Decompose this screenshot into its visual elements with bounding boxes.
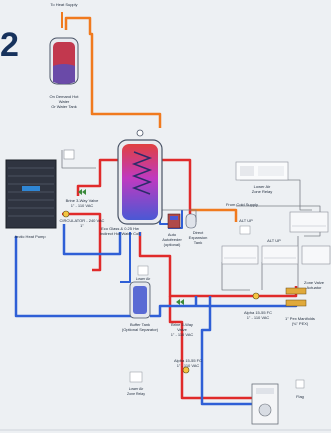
alpha-pump-label-2: 1" - 110 VAC [177,363,200,368]
expansion-tank-label-3: Tank [194,240,202,245]
circulator-label-1: CIRCULATOR - 240 VAC [60,218,105,223]
supply-pipe-right [190,208,238,222]
buffer-tank-label-2: (Optional Separator) [122,327,159,332]
alpha-pump-label-1: Alpha 15-55 FC [174,358,202,363]
mixing-valve-label-2: Valve [177,327,187,332]
hot-pipe-right [160,158,192,220]
on-demand-hot-water-tank [49,37,79,85]
small-tag-label: Flag [296,394,304,399]
air-handler-mid-right [261,245,299,265]
controller-c-label-1: Lower Air [129,387,144,391]
thermostat-a-label-1: ALT UP [239,218,253,223]
thermostat-a [239,225,251,235]
boiler-unit [251,383,279,425]
circulator-pump-icon [62,210,70,218]
figure-number: 2 [0,26,19,64]
indirect-hot-water-tank [117,129,163,225]
dhw-tank-label-1: On Demand Hot [50,94,80,99]
mixing-valve-label-1: Brine 3-Way [171,322,193,327]
arctic-heat-pump [5,159,57,229]
controller-a-label-1: Lower Air [254,184,271,189]
mixing-valve-icon [176,299,184,305]
heat-pump-label: Arctic Heat Pump [14,234,46,239]
hot-pipe-hp [62,212,102,272]
autofeeder [167,213,181,229]
zone-manifold [285,287,307,307]
alpha-pump-icon-lower [182,366,190,374]
valve-actuator-label-1: Zone Valve [304,280,325,285]
air-sep-label-2: 1" - 110 VAC [247,315,270,320]
buffer-tank-label-1: Buffer Tank [130,322,150,327]
air-handler-far-right [301,245,331,265]
brine-valve-label-2: 1" - 110 VAC [71,203,94,208]
controller-b-label: Lower Air [136,277,151,281]
pipe-network [14,12,321,406]
mixing-valve-label-3: 1" - 110 VAC [171,332,194,337]
expansion-tank [185,213,197,229]
small-tag [295,379,305,389]
brine-valve-label-1: Brine 3-Way Valve [66,198,99,203]
controller-c-label-2: Zone Relay [127,392,145,396]
hot-pipe-main [76,158,120,196]
thermostat-b-label-1: ALT UP [267,238,281,243]
to-heat-supply-label: To Heat Supply [50,2,77,7]
cold-pipe-zone [194,296,252,406]
indirect-tank-label-2: Indirect Hot Water Coil [100,231,140,236]
expansion-tank-label-1: Direct [193,230,204,235]
air-sep-label-1: Alpha 15-55 FC [244,310,272,315]
controller-a-label-2: Zone Relay [252,189,272,194]
autofeeder-label-2: Autofeeder [162,237,182,242]
lower-controller [129,371,143,383]
cold-pipe-main [62,224,122,256]
autofeeder-label-1: Auto [168,232,177,237]
manifold-label-2: (¾" PEX) [292,321,309,326]
autofeeder-label-3: (optional) [164,242,181,247]
circulator-label-2: 1" [80,223,84,228]
hot-pipe-down [168,296,252,400]
hot-pipe-to-manifold [138,232,298,298]
zone-controller-top [235,161,289,181]
manifold-label-1: 1" Pex Manifolds [285,316,315,321]
dhw-tank-label-2: Water [59,99,70,104]
alpha-pump-icon-right [252,292,260,300]
buffer-controller [137,265,149,276]
buffer-tank [129,281,151,319]
three-way-valve-icon [78,189,86,195]
cold-pipe-right [150,300,298,318]
valve-actuator-label-2: Actuator [307,285,323,290]
wall-switch [63,149,75,160]
air-handler-mid-left [221,245,259,265]
expansion-tank-label-2: Expansion [189,235,208,240]
air-handler-right [289,211,329,233]
indirect-tank-label-1: Eco Glass & 0.25 Hw [101,226,139,231]
dhw-tank-label-3: Or Water Tank [51,104,77,109]
supply-pipe [64,16,162,128]
cold-supply-label: From Cold Supply [226,202,258,207]
cold-pipe-loop [14,236,142,318]
